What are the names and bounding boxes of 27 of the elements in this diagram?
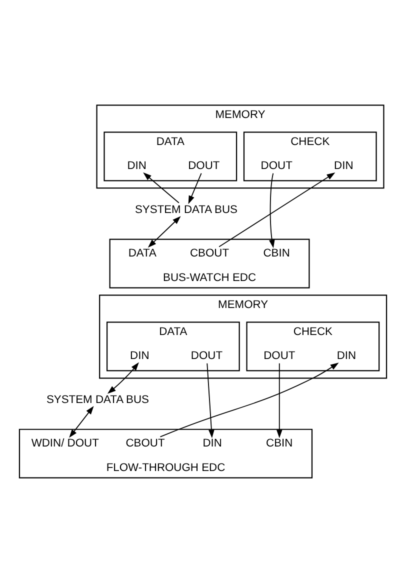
arrow xyxy=(143,172,180,204)
node-text: DOUT xyxy=(264,350,296,362)
node-text: CBOUT xyxy=(190,248,230,260)
arrow xyxy=(160,362,339,438)
arrow xyxy=(206,362,214,438)
node-text: DOUT xyxy=(260,160,292,172)
node-text: DIN xyxy=(336,350,356,362)
arrow xyxy=(269,172,275,248)
node-text: DIN xyxy=(130,350,150,362)
arrow xyxy=(218,172,336,248)
node-text: SYSTEM DATA BUS xyxy=(134,204,238,216)
arrow xyxy=(107,362,139,394)
node-text: DOUT xyxy=(190,350,223,362)
node-text: DIN xyxy=(334,160,354,172)
node-text: CBIN xyxy=(263,248,290,260)
node-text: DIN xyxy=(127,160,146,172)
arrow xyxy=(148,216,181,248)
node-text: DATA xyxy=(128,248,156,260)
node-text: CBOUT xyxy=(126,438,165,450)
node-text: DIN xyxy=(202,438,222,450)
node-text: WDIN/ DOUT xyxy=(31,438,99,450)
arrow xyxy=(188,172,202,204)
node-text: SYSTEM DATA BUS xyxy=(46,394,149,406)
arrow xyxy=(276,362,282,438)
node-text: CBIN xyxy=(266,438,293,450)
arrow xyxy=(69,406,94,438)
node-text: DOUT xyxy=(188,160,220,172)
